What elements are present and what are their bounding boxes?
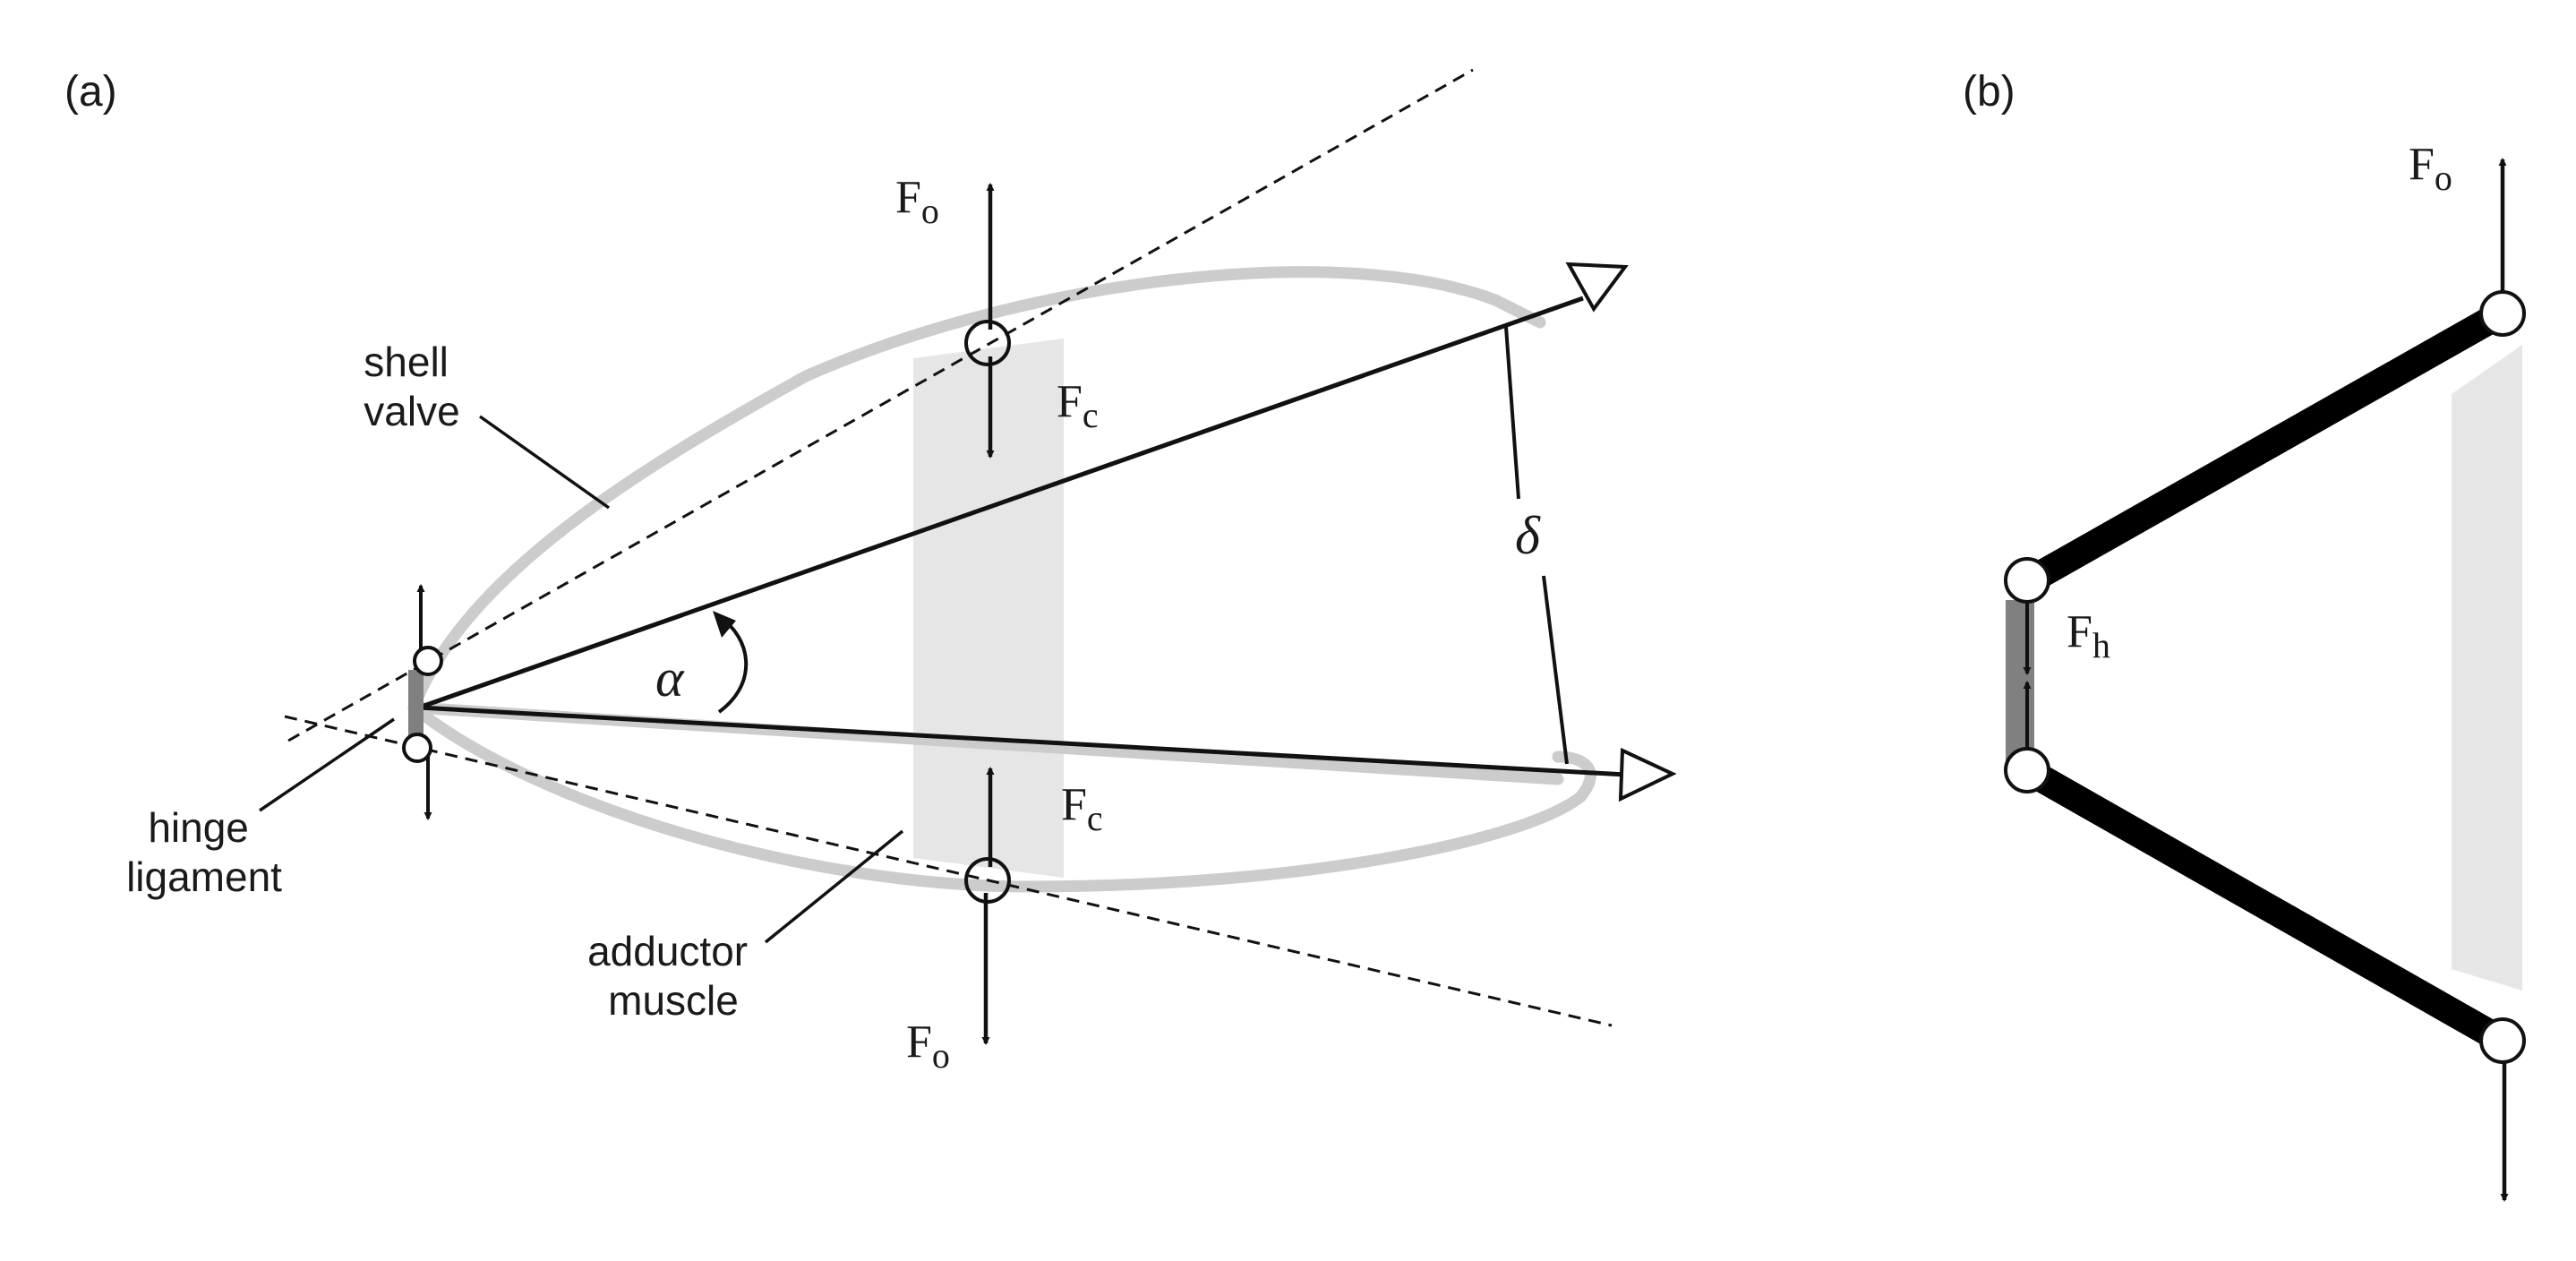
- hinge-lower-pivot-b: [2004, 747, 2050, 793]
- adductor-muscle-leader-line: [764, 829, 904, 944]
- shell-valve-outline: [407, 266, 1596, 893]
- hinge-upper-pivot-b: [2004, 557, 2050, 604]
- lower-valve-axis-arrowhead: [1618, 747, 1677, 802]
- hinge-force-label: Fh: [2067, 606, 2110, 665]
- adductor-muscle-callout: adductor muscle: [587, 928, 759, 1024]
- gap-measure-line-upper: [1504, 326, 1520, 500]
- panel-b-label: (b): [1963, 68, 2015, 116]
- hinge-ligament-bar-b: [2006, 600, 2034, 770]
- hinge-upper-pivot: [413, 646, 443, 676]
- upper-valve-tip-pivot: [2479, 290, 2526, 337]
- lower-valve-bar: [2020, 758, 2510, 1053]
- gap-delta-symbol: δ: [1515, 506, 1541, 565]
- panel-b: (b) Fo Fh: [1963, 68, 2526, 1202]
- bottom-opening-force-label: Fo: [906, 1017, 950, 1076]
- upper-tangent-dashed-line: [287, 68, 1474, 742]
- angle-alpha-symbol: α: [655, 648, 685, 708]
- upper-valve-axis-arrowhead: [1565, 262, 1629, 313]
- upper-valve-axis: [418, 296, 1584, 710]
- opening-force-label-b: Fo: [2409, 139, 2452, 198]
- bottom-force-application-point: [964, 857, 1011, 904]
- top-opening-force-label: Fo: [895, 172, 939, 231]
- shell-valve-leader-line: [478, 415, 611, 510]
- panel-a-label: (a): [64, 68, 117, 116]
- adductor-muscle-band-b: [2452, 345, 2522, 991]
- panel-a: (a) δ α Fo: [64, 68, 1677, 1076]
- hinge-lower-pivot: [402, 733, 432, 763]
- top-closing-force-label: Fc: [1057, 376, 1099, 435]
- lower-valve-axis: [418, 705, 1627, 777]
- hinge-ligament-callout: hinge ligament: [126, 804, 282, 900]
- bottom-closing-force-label: Fc: [1061, 779, 1103, 838]
- hinge-ligament-bar: [408, 670, 424, 745]
- hinge-ligament-leader-line: [259, 717, 395, 812]
- lower-tangent-dashed-line: [284, 715, 1613, 1027]
- top-force-application-point: [964, 320, 1011, 366]
- gap-measure-line-lower: [1542, 575, 1569, 765]
- shell-valve-callout: shell valve: [364, 339, 459, 434]
- upper-valve-bar: [2020, 301, 2509, 595]
- lower-valve-tip-pivot: [2479, 1017, 2526, 1064]
- angle-alpha-arrowhead: [713, 611, 736, 638]
